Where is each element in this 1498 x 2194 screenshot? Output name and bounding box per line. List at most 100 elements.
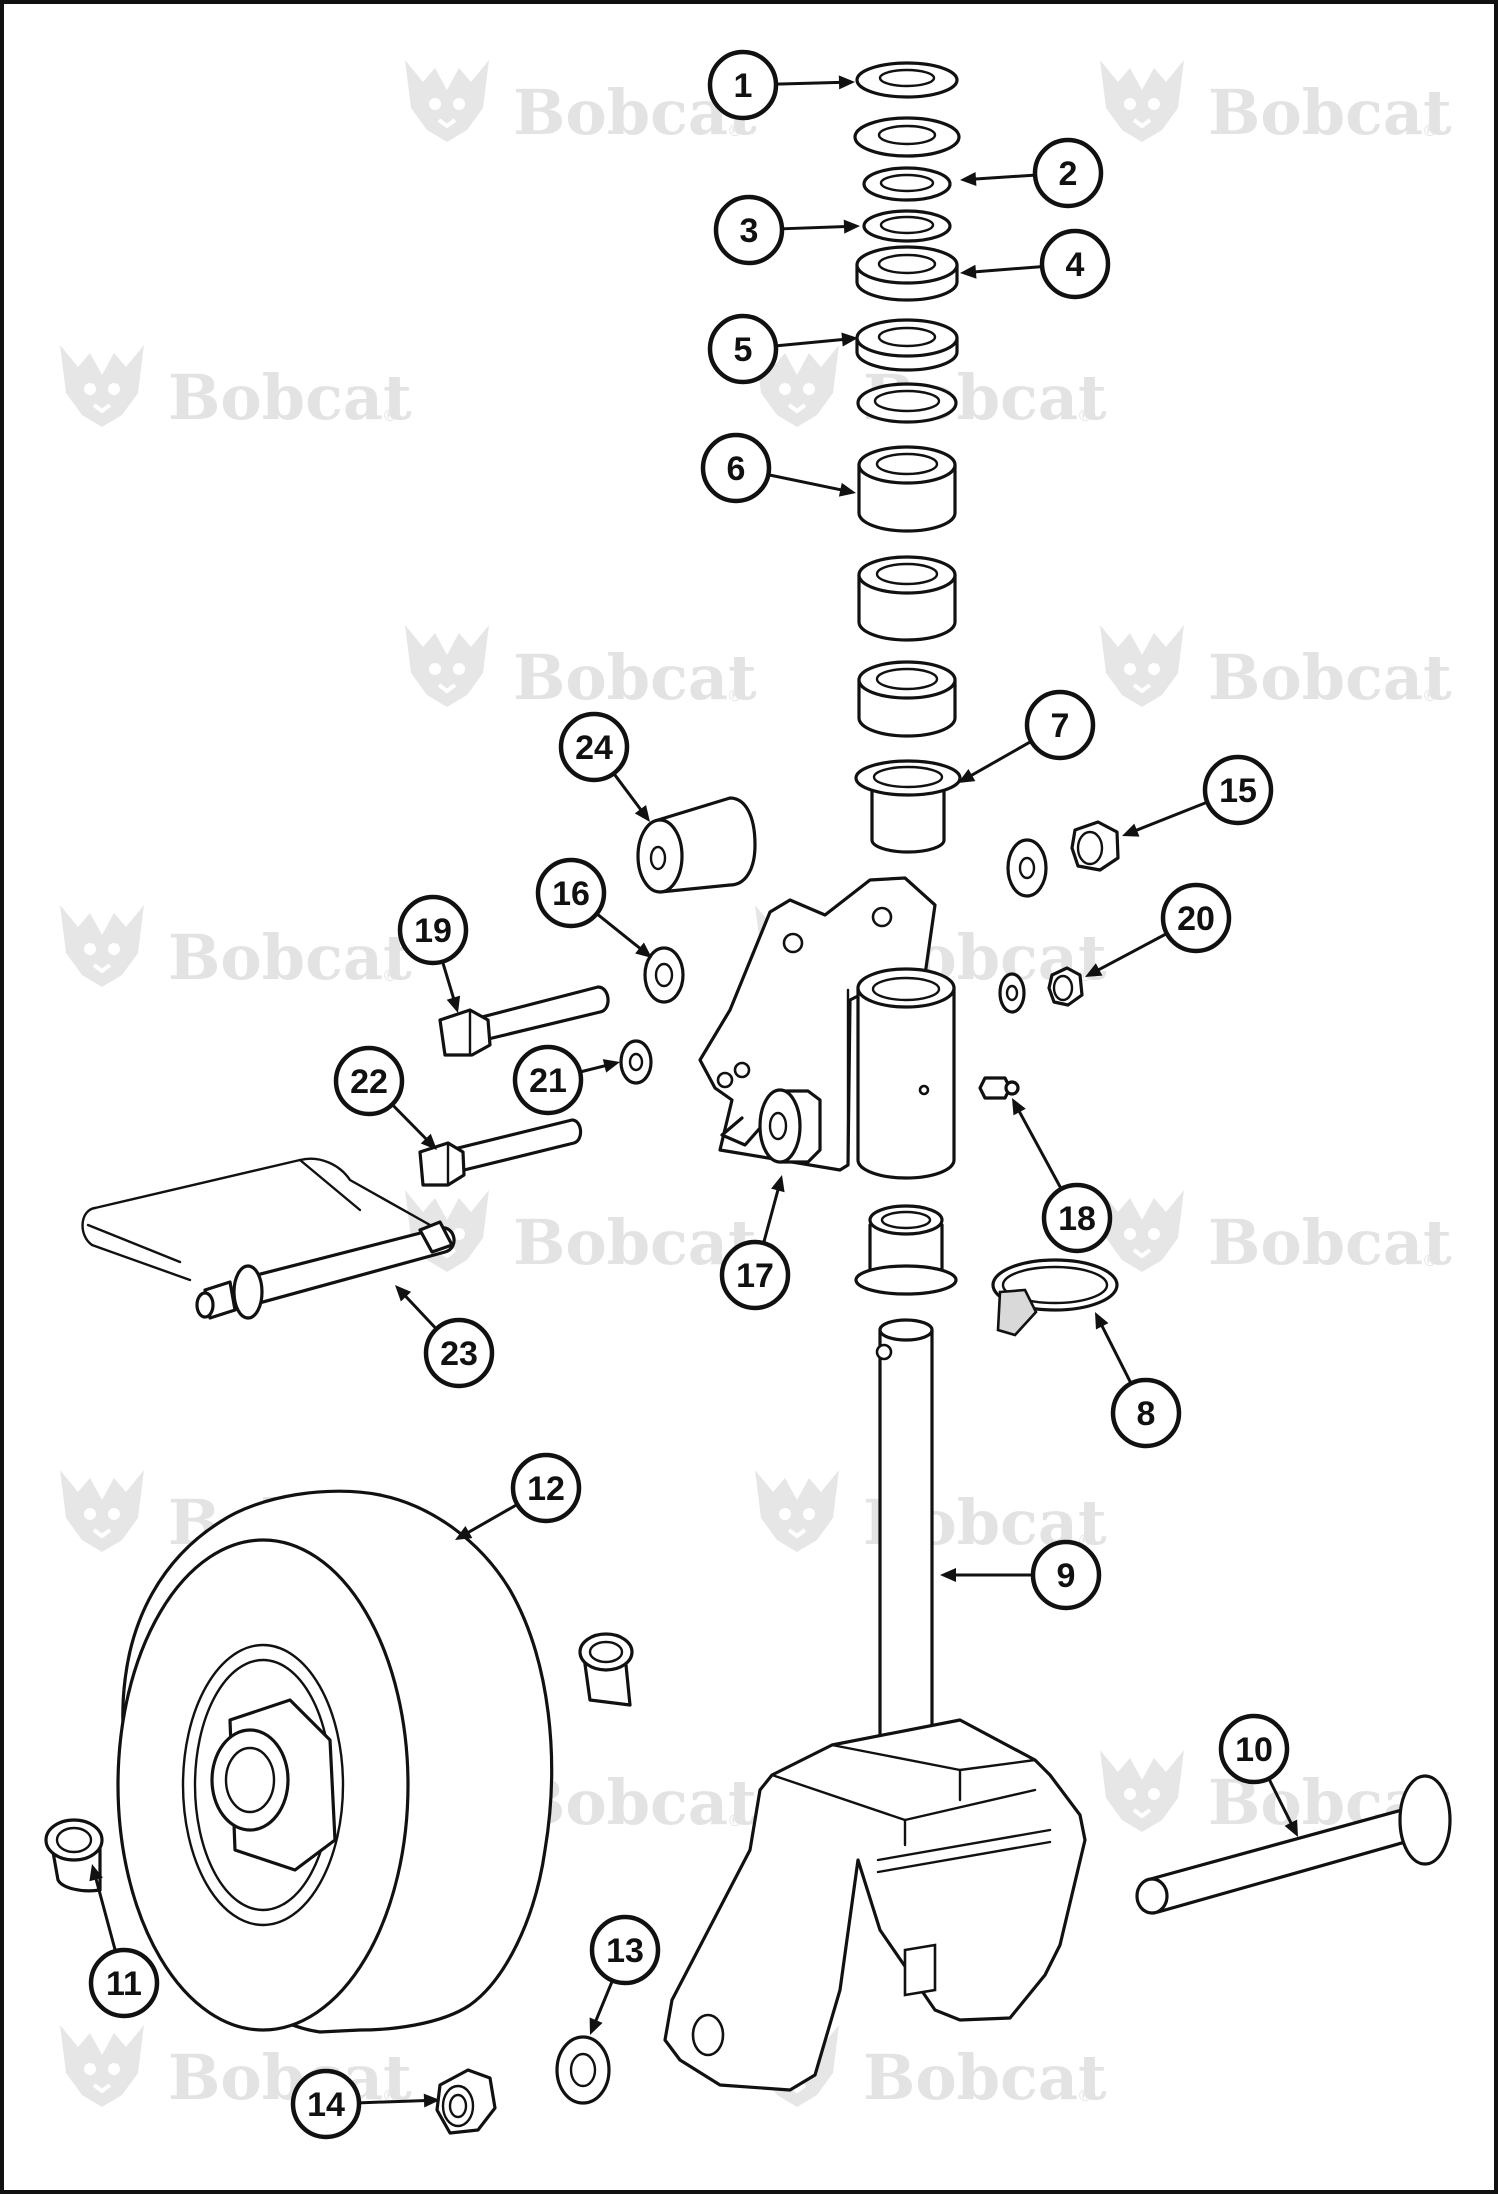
callout-13: 13	[589, 1914, 661, 1986]
callout-21: 21	[512, 1044, 584, 1116]
callout-number: 24	[575, 729, 613, 767]
leader-line-11	[93, 1873, 117, 1952]
bobcat-logo-icon	[403, 623, 491, 709]
bobcat-logo-icon	[1098, 1748, 1186, 1834]
leader-line-4	[969, 265, 1043, 274]
arrowhead-11	[89, 1864, 103, 1882]
callout-17: 17	[719, 1239, 791, 1311]
callout-number: 6	[727, 450, 746, 488]
bushing-third	[857, 660, 957, 738]
arrowhead-17	[771, 1175, 785, 1193]
arrowhead-1	[838, 75, 855, 90]
callout-22: 22	[333, 1045, 405, 1117]
callout-circle-5	[707, 313, 779, 385]
callout-number: 16	[552, 875, 590, 913]
flange-bushing-lower	[854, 1204, 958, 1296]
callout-number: 17	[736, 1257, 774, 1295]
bobcat-watermark: Bobcat®	[403, 1188, 757, 1279]
callout-circle-17	[719, 1239, 791, 1311]
watermark-text: Bobcat	[168, 361, 412, 434]
callout-number: 15	[1219, 772, 1257, 810]
callout-12: 12	[510, 1452, 582, 1524]
leader-line-23	[400, 1291, 438, 1330]
callout-number: 8	[1137, 1395, 1156, 1433]
bobcat-watermark: Bobcat®	[753, 2023, 1107, 2114]
callout-1: 1	[707, 49, 779, 121]
leader-line-14	[358, 2098, 431, 2105]
bobcat-logo-icon	[753, 1468, 841, 1554]
callout-circle-10	[1218, 1713, 1290, 1785]
callout-6: 6	[700, 432, 772, 504]
arrowhead-8	[1095, 1312, 1109, 1330]
watermark-registered-mark: ®	[1422, 686, 1438, 705]
callout-7: 7	[1024, 689, 1096, 761]
arrowhead-5	[841, 332, 858, 347]
arrowhead-9	[940, 1568, 956, 1582]
callout-number: 23	[440, 1335, 478, 1373]
callout-number: 12	[527, 1470, 565, 1508]
callout-circle-8	[1110, 1377, 1182, 1449]
callout-circle-21	[512, 1044, 584, 1116]
bracket-tube	[856, 967, 956, 1180]
arrowhead-3	[843, 219, 860, 234]
arrowhead-2	[960, 171, 977, 186]
callout-number: 1	[734, 67, 753, 105]
leader-line-1	[775, 80, 846, 86]
leader-line-16	[595, 912, 646, 953]
bobcat-logo-icon	[1098, 623, 1186, 709]
watermark-text: Bobcat	[168, 921, 412, 994]
bobcat-logo-icon	[58, 903, 146, 989]
leader-line-24	[612, 772, 646, 815]
callout-number: 9	[1057, 1557, 1076, 1595]
bushing-second	[857, 555, 957, 642]
bearing-right	[578, 1632, 634, 1707]
callout-4: 4	[1039, 228, 1111, 300]
callout-24: 24	[558, 711, 630, 783]
watermark-text: Bobcat	[863, 2041, 1107, 2114]
callout-number: 18	[1058, 1200, 1096, 1238]
spacer-part-24	[636, 796, 757, 894]
callout-9: 9	[1030, 1539, 1102, 1611]
callout-circle-4	[1039, 228, 1111, 300]
arrowhead-22	[420, 1133, 437, 1150]
bobcat-logo-icon	[58, 1468, 146, 1554]
leader-line-22	[391, 1103, 432, 1144]
callout-circle-20	[1160, 882, 1232, 954]
bobcat-logo-icon	[58, 343, 146, 429]
callout-11: 11	[88, 1947, 160, 2019]
arrowhead-20	[1085, 963, 1103, 977]
arrowhead-23	[395, 1285, 412, 1302]
nut-part-20	[1047, 966, 1084, 1007]
wheel-part-12	[116, 1489, 554, 2034]
callout-circle-11	[88, 1947, 160, 2019]
leader-line-5	[775, 337, 849, 348]
callout-circle-2	[1032, 137, 1104, 209]
washer-part-2	[862, 166, 952, 202]
arrowhead-16	[635, 942, 652, 958]
arrowhead-21	[602, 1059, 620, 1073]
arrowhead-12	[455, 1525, 473, 1540]
washer-near-20	[998, 972, 1026, 1014]
leader-line-12	[462, 1503, 519, 1537]
watermark-registered-mark: ®	[727, 121, 743, 140]
leader-line-6	[768, 473, 847, 493]
watermark-text: Bobcat	[1208, 641, 1452, 714]
callout-8: 8	[1110, 1377, 1182, 1449]
callout-number: 22	[350, 1063, 388, 1101]
watermark-registered-mark: ®	[1422, 1251, 1438, 1270]
callout-number: 13	[606, 1932, 644, 1970]
grease-fitting-part-18	[978, 1076, 1020, 1100]
callout-number: 19	[414, 912, 452, 950]
leader-line-18	[1015, 1106, 1063, 1190]
callout-circle-13	[589, 1914, 661, 1986]
bobcat-watermark: Bobcat®	[1098, 1188, 1452, 1279]
callout-circle-9	[1030, 1539, 1102, 1611]
lynch-pin-part-23	[81, 1157, 456, 1320]
arrowhead-10	[1284, 1819, 1298, 1837]
callout-circle-22	[333, 1045, 405, 1117]
callout-circle-16	[535, 857, 607, 929]
callout-circle-7	[1024, 689, 1096, 761]
leader-line-10	[1267, 1777, 1295, 1829]
